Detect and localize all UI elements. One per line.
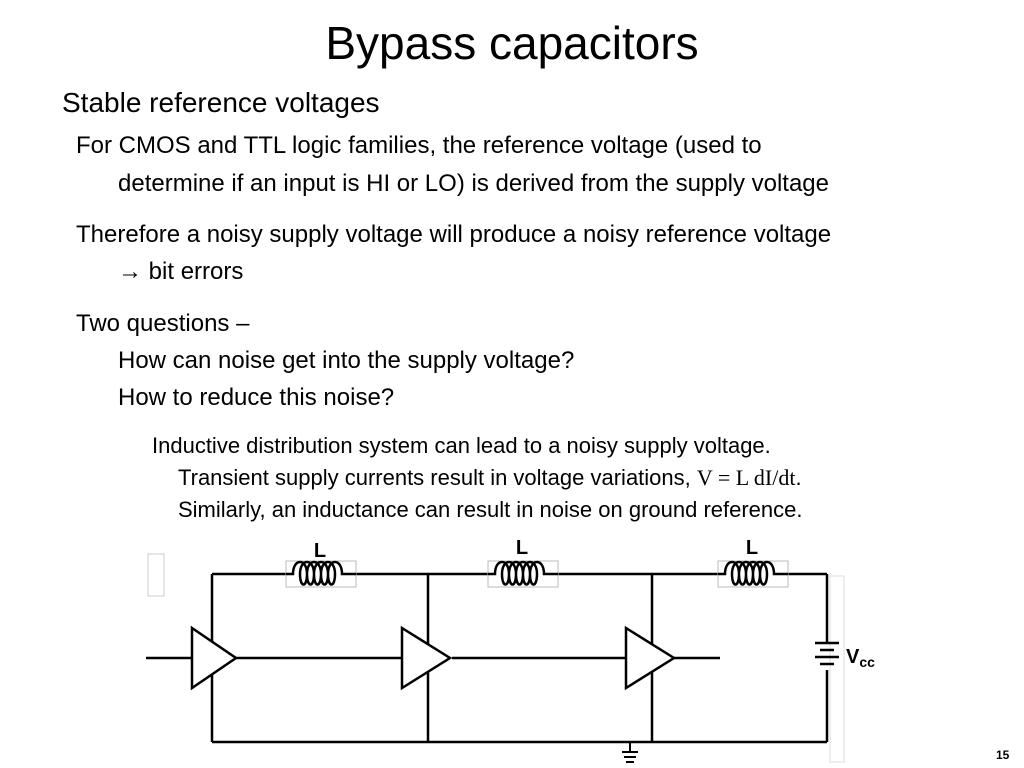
buffer-2 [400, 625, 453, 691]
bullet-1-line-1: For CMOS and TTL logic families, the ref… [76, 132, 762, 159]
inductor-1-label: L [314, 540, 326, 562]
page-number: 15 [996, 748, 1010, 762]
vcc-source [815, 641, 839, 666]
inductance-formula: V = L dI/dt [696, 465, 796, 490]
bullet-3-question-2: How to reduce this noise? [118, 384, 395, 411]
buffer-1 [190, 625, 239, 691]
ground-symbol [622, 742, 638, 763]
note-line-2: Transient supply currents result in volt… [178, 464, 802, 492]
note-line-2-text: Transient supply currents result in volt… [178, 465, 697, 490]
inductor-3-label: L [746, 537, 758, 559]
bullet-2-line-2-text: bit errors [148, 258, 244, 285]
note-line-3: Similarly, an inductance can result in n… [178, 497, 803, 522]
bullet-2-line-2: → bit errors [118, 257, 243, 287]
vcc-label: Vcc [846, 646, 875, 670]
bullet-3-line-1: Two questions – [76, 310, 250, 337]
slide-title: Bypass capacitors [325, 17, 699, 69]
inductor-2 [486, 559, 560, 589]
inductor-2-label: L [516, 537, 528, 559]
right-arrow-icon: → [118, 259, 142, 285]
buffer-3 [624, 625, 677, 691]
bullet-2-line-1: Therefore a noisy supply voltage will pr… [76, 221, 832, 248]
inductor-1 [284, 559, 358, 589]
note-line-2-end: . [795, 465, 802, 490]
slide-subtitle: Stable reference voltages [62, 87, 380, 118]
bullet-1-line-2: determine if an input is HI or LO) is de… [118, 170, 829, 197]
bullet-3-question-1: How can noise get into the supply voltag… [118, 347, 575, 374]
inductor-3 [716, 559, 790, 589]
circuit-diagram: L L L Vcc [146, 537, 875, 763]
note-line-1: Inductive distribution system can lead t… [152, 433, 771, 458]
